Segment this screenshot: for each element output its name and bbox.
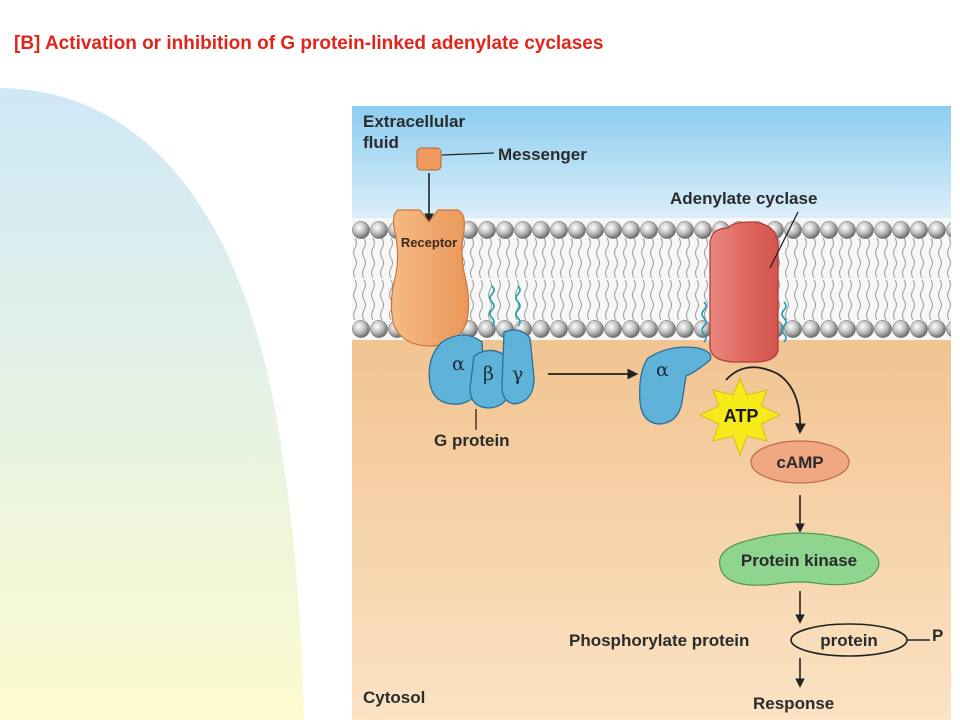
adenylate-cyclase-leader-line (769, 211, 799, 269)
extracellular-label-line2: fluid (363, 133, 399, 152)
beta-label: β (483, 363, 494, 385)
messenger-label: Messenger (498, 145, 587, 164)
receptor (390, 209, 470, 347)
messenger-leader-line (441, 152, 495, 156)
g-protein-complex: α β γ (428, 329, 535, 409)
camp-molecule (750, 440, 850, 484)
g-protein-beta (469, 349, 511, 409)
protein-kinase (718, 532, 880, 586)
protein-label: protein (820, 631, 878, 650)
background-curve-shape (0, 88, 304, 720)
atp-label: ATP (724, 406, 759, 426)
extracellular-label-line1: Extracellular (363, 112, 465, 131)
g-protein-gamma (501, 329, 535, 405)
adenylate-cyclase-label: Adenylate cyclase (670, 189, 817, 208)
gamma-label: γ (512, 363, 523, 385)
protein-kinase-label: Protein kinase (741, 551, 857, 570)
phosphate-label: P (932, 626, 943, 645)
slide-title: [B] Activation or inhibition of G protei… (14, 33, 604, 54)
phosphorylate-protein-label: Phosphorylate protein (569, 631, 749, 650)
cytosol-label: Cytosol (363, 688, 425, 707)
response-label: Response (753, 694, 834, 713)
alpha-label: α (452, 353, 465, 375)
messenger-molecule (416, 147, 442, 171)
atp-burst (698, 377, 782, 457)
camp-label: cAMP (776, 453, 823, 472)
activated-alpha-subunit (639, 346, 712, 425)
receptor-label: Receptor (401, 235, 457, 250)
activated-alpha-label: α (656, 359, 669, 381)
g-protein-label: G protein (434, 431, 510, 450)
signaling-diagram: Extracellular fluid Messenger Receptor α… (352, 106, 951, 720)
adenylate-cyclase (709, 221, 779, 363)
lipid-anchors (489, 285, 787, 343)
atp-to-camp-arrow (725, 366, 806, 435)
